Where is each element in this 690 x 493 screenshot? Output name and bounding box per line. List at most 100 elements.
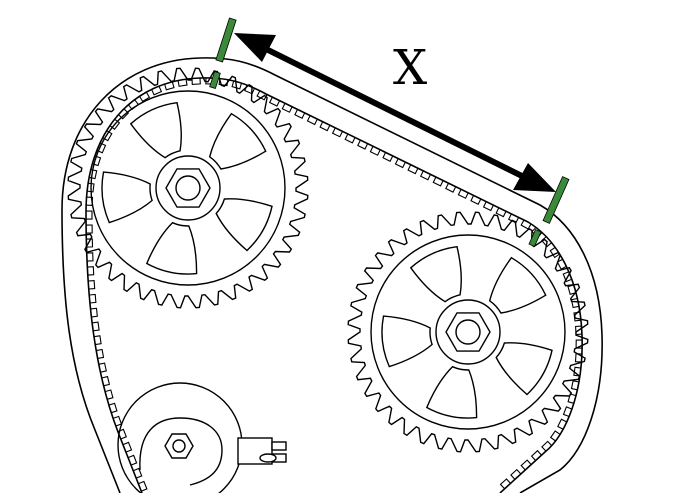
belt-tooth [86,224,93,234]
spoke-window [425,365,478,419]
spoke-window [488,256,547,314]
belt-tooth [575,339,583,349]
belt-tooth [357,139,369,150]
alignment-markers [209,17,570,248]
belt-tooth [164,81,175,91]
upper-left-gear [67,67,309,309]
gear-hub [435,299,501,365]
tensioner-nut [164,433,194,459]
gear-rim [90,90,286,286]
belt-tooth [419,170,431,181]
belt-tooth [306,115,318,126]
belt-tooth [520,459,532,471]
belt-tooth [567,393,577,404]
belt-tooth [495,207,507,218]
belt-tooth [90,307,98,318]
belt-tooth [191,77,201,85]
belt-tooth [541,236,552,248]
gear-spokes [381,245,553,419]
belt-tooth [86,252,94,262]
belt-tooth [118,108,130,120]
right-reference-post [542,176,570,224]
belt-tooth [117,428,128,440]
spoke-window [208,112,267,170]
spoke-window [129,101,182,159]
belt-tooth [520,219,532,230]
belt-tooth [93,335,102,346]
belt-tooth [394,158,406,169]
belt-tooth [445,182,457,193]
belt-tooth [570,380,580,391]
nut-bore [455,319,481,345]
belt-tooth [570,297,580,309]
left-belt-mark [209,70,221,90]
right-gear [347,211,589,453]
timing-belt [61,57,603,493]
belt-tooth [86,210,93,220]
belt-tooth [87,266,95,276]
belt-tooth [294,109,306,120]
nut-bore [175,175,201,201]
measurement-arrow [234,33,556,192]
belt-tooth [575,325,583,336]
belt-tooth [122,441,133,453]
belt-tooth [96,142,107,154]
left-reference-post [215,17,237,63]
belt-tooth [151,85,163,96]
belt-outer-edge [61,57,603,493]
belt-tooth [268,96,281,107]
belt-tooth [88,280,96,290]
belt-tooth [89,293,97,304]
belt-tooth [557,418,568,430]
spoke-window [215,198,273,252]
belt-tooth [319,121,331,132]
belt-tooth [127,454,138,466]
tensioner-pulley [117,382,287,493]
belt-tooth [108,402,118,414]
belt-tooth [86,238,94,248]
gear-rim [370,234,566,430]
hex-nut [445,312,491,352]
belt-tooth [432,176,444,187]
measurement-label: X [393,40,427,96]
belt-tooth [407,164,419,175]
spoke-window [145,221,198,275]
belt-tooth [510,468,522,480]
belt-tooth [549,246,561,259]
belt-tooth [541,440,553,452]
tensioner-cam [139,417,223,486]
belt-tooth [281,103,293,113]
hex-nut [165,168,211,208]
belt-tooth [382,152,394,163]
belt-tooth [177,79,188,87]
spoke-window [495,342,553,396]
belt-tooth [331,127,343,138]
belt-teeth [86,77,583,492]
arrowhead-right [513,163,556,192]
right-belt-mark [528,228,542,248]
belt-tooth [562,406,573,418]
spoke-window [409,245,462,303]
spoke-window [381,315,433,368]
belt-tooth [101,375,111,387]
belt-tooth [499,478,511,490]
belt-tooth [98,362,107,373]
belt-tooth [96,348,105,359]
belt-tooth [457,189,469,199]
spoke-window [101,171,153,224]
belt-tooth [112,415,123,427]
belt-tooth [562,271,573,283]
belt-tooth [92,321,100,332]
belt-tooth [92,155,102,167]
arrowhead-left [234,33,276,62]
belt-tooth [138,480,148,492]
tensioner-bracket [237,437,287,465]
belt-tooth [482,201,494,212]
belt-tooth [104,389,114,400]
belt-tooth [549,430,561,442]
belt-tooth [530,449,542,461]
belt-tooth [556,258,567,270]
gear-teeth [67,67,309,309]
belt-tooth [132,467,143,479]
